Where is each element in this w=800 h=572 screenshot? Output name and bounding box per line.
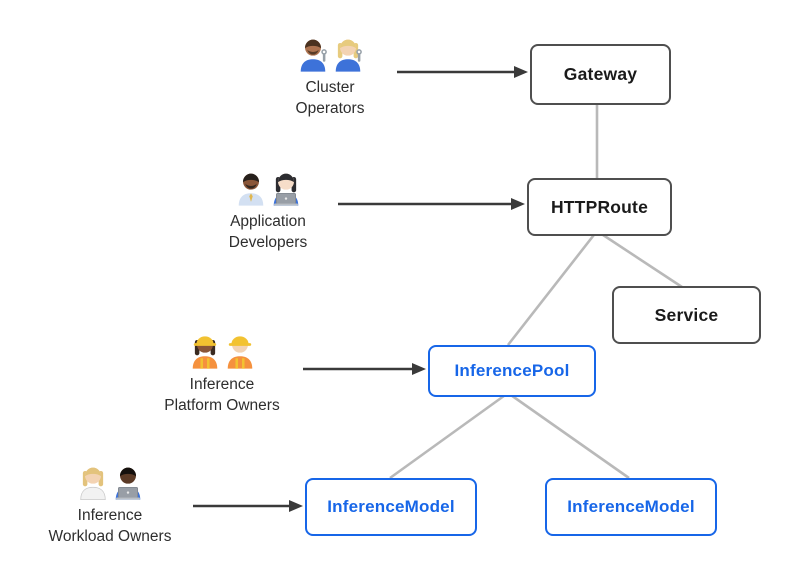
edge-inferencepool-inferencemodel-right	[507, 391, 630, 480]
application-developers-emoji	[188, 168, 348, 206]
edge-httproute-service	[596, 229, 683, 289]
arrow-application-developers-to-httproute	[338, 198, 525, 210]
man-construction-worker-emoji	[227, 336, 252, 369]
woman-construction-worker-emoji	[192, 336, 217, 369]
node-httproute: HTTPRoute	[527, 178, 672, 236]
node-inferencemodel-right: InferenceModel	[545, 478, 717, 536]
inference-workload-owners-emoji	[25, 462, 195, 500]
woman-technologist-emoji	[273, 173, 298, 206]
persona-label-line: Inference	[77, 507, 143, 524]
persona-label-line: Operators	[295, 100, 365, 117]
cluster-operators-emoji	[250, 34, 410, 72]
persona-label-line: Inference	[189, 376, 255, 393]
persona-label-line: Workload Owners	[48, 528, 172, 545]
arrow-inference-workload-owners-to-inferencemodel	[193, 500, 303, 512]
inference-platform-owners-emoji	[142, 331, 302, 369]
health-worker-emoji	[79, 467, 106, 500]
persona-application-developers: Application Developers	[188, 168, 348, 253]
persona-label-line: Platform Owners	[164, 397, 280, 414]
edge-inferencepool-inferencemodel-left	[389, 391, 509, 480]
man-office-worker-emoji	[238, 173, 263, 206]
persona-label-line: Cluster	[305, 79, 355, 96]
node-inferencemodel-left: InferenceModel	[305, 478, 477, 536]
man-technologist-emoji	[115, 467, 140, 500]
arrow-cluster-operators-to-gateway	[397, 66, 528, 78]
node-inferencepool: InferencePool	[428, 345, 596, 397]
persona-application-developers-label: Application Developers	[188, 211, 348, 253]
persona-inference-workload-owners-label: Inference Workload Owners	[25, 505, 195, 547]
persona-inference-platform-owners-label: Inference Platform Owners	[142, 374, 302, 416]
edge-httproute-inferencepool	[506, 230, 599, 346]
persona-label-line: Developers	[228, 234, 308, 251]
persona-cluster-operators: Cluster Operators	[250, 34, 410, 119]
man-mechanic-emoji	[300, 39, 327, 72]
node-gateway: Gateway	[530, 44, 671, 105]
persona-inference-workload-owners: Inference Workload Owners	[25, 462, 195, 547]
persona-cluster-operators-label: Cluster Operators	[250, 77, 410, 119]
woman-mechanic-emoji	[335, 39, 362, 72]
arrow-inference-platform-owners-to-inferencepool	[303, 363, 426, 375]
persona-label-line: Application	[230, 213, 306, 230]
persona-inference-platform-owners: Inference Platform Owners	[142, 331, 302, 416]
node-service: Service	[612, 286, 761, 344]
